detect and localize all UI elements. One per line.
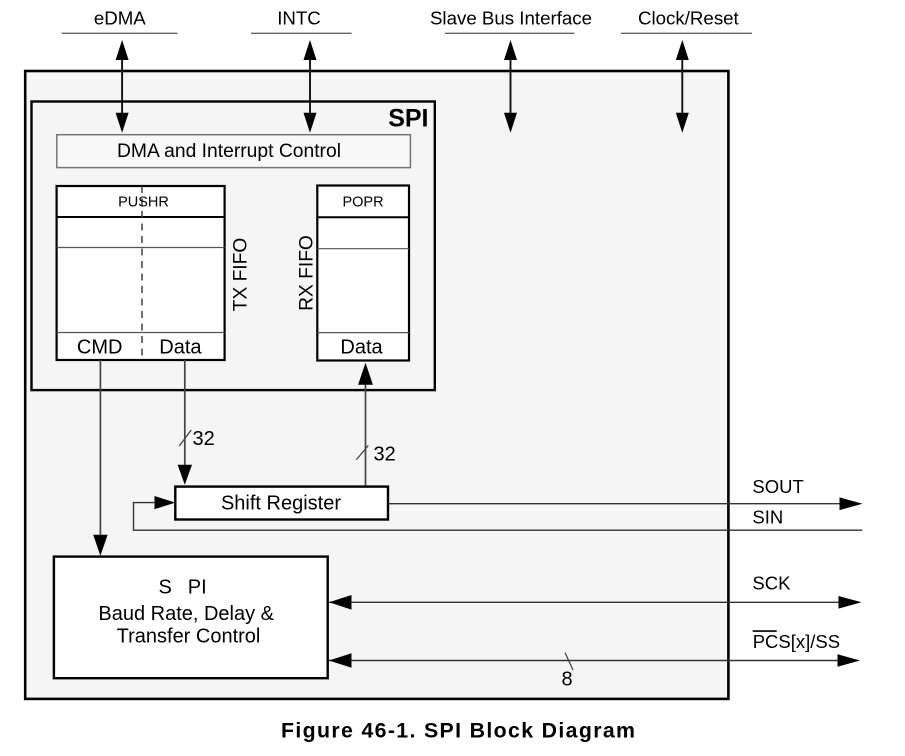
- svg-text:DMA and Interrupt Control: DMA and Interrupt Control: [117, 141, 341, 162]
- svg-text:POPR: POPR: [342, 195, 383, 211]
- svg-text:Shift Register: Shift Register: [221, 492, 341, 514]
- svg-text:TX FIFO: TX FIFO: [231, 238, 252, 312]
- svg-text:Clock/Reset: Clock/Reset: [638, 8, 740, 29]
- svg-text:SIN: SIN: [752, 506, 783, 527]
- svg-text:S: S: [159, 577, 172, 599]
- svg-text:SCK: SCK: [752, 572, 791, 593]
- svg-text:eDMA: eDMA: [94, 8, 146, 29]
- svg-text:Figure 46-1. SPI Block Diagram: Figure 46-1. SPI Block Diagram: [281, 718, 636, 742]
- svg-text:CMD: CMD: [77, 336, 123, 358]
- svg-text:RX FIFO: RX FIFO: [297, 235, 318, 311]
- svg-text:PI: PI: [188, 577, 207, 599]
- svg-text:SPI: SPI: [388, 105, 428, 133]
- svg-text:SOUT: SOUT: [752, 476, 803, 497]
- svg-text:32: 32: [374, 444, 396, 466]
- svg-text:INTC: INTC: [277, 8, 321, 29]
- svg-text:8: 8: [561, 669, 572, 691]
- svg-text:Data: Data: [340, 336, 383, 358]
- svg-text:Data: Data: [159, 336, 202, 358]
- svg-text:32: 32: [193, 428, 215, 450]
- svg-text:Slave Bus Interface: Slave Bus Interface: [430, 8, 592, 29]
- svg-text:PCS[x]/SS: PCS[x]/SS: [753, 631, 840, 652]
- svg-text:Baud Rate, Delay &: Baud Rate, Delay &: [98, 603, 274, 625]
- svg-text:Transfer Control: Transfer Control: [117, 625, 261, 647]
- svg-text:PUSHR: PUSHR: [118, 195, 169, 211]
